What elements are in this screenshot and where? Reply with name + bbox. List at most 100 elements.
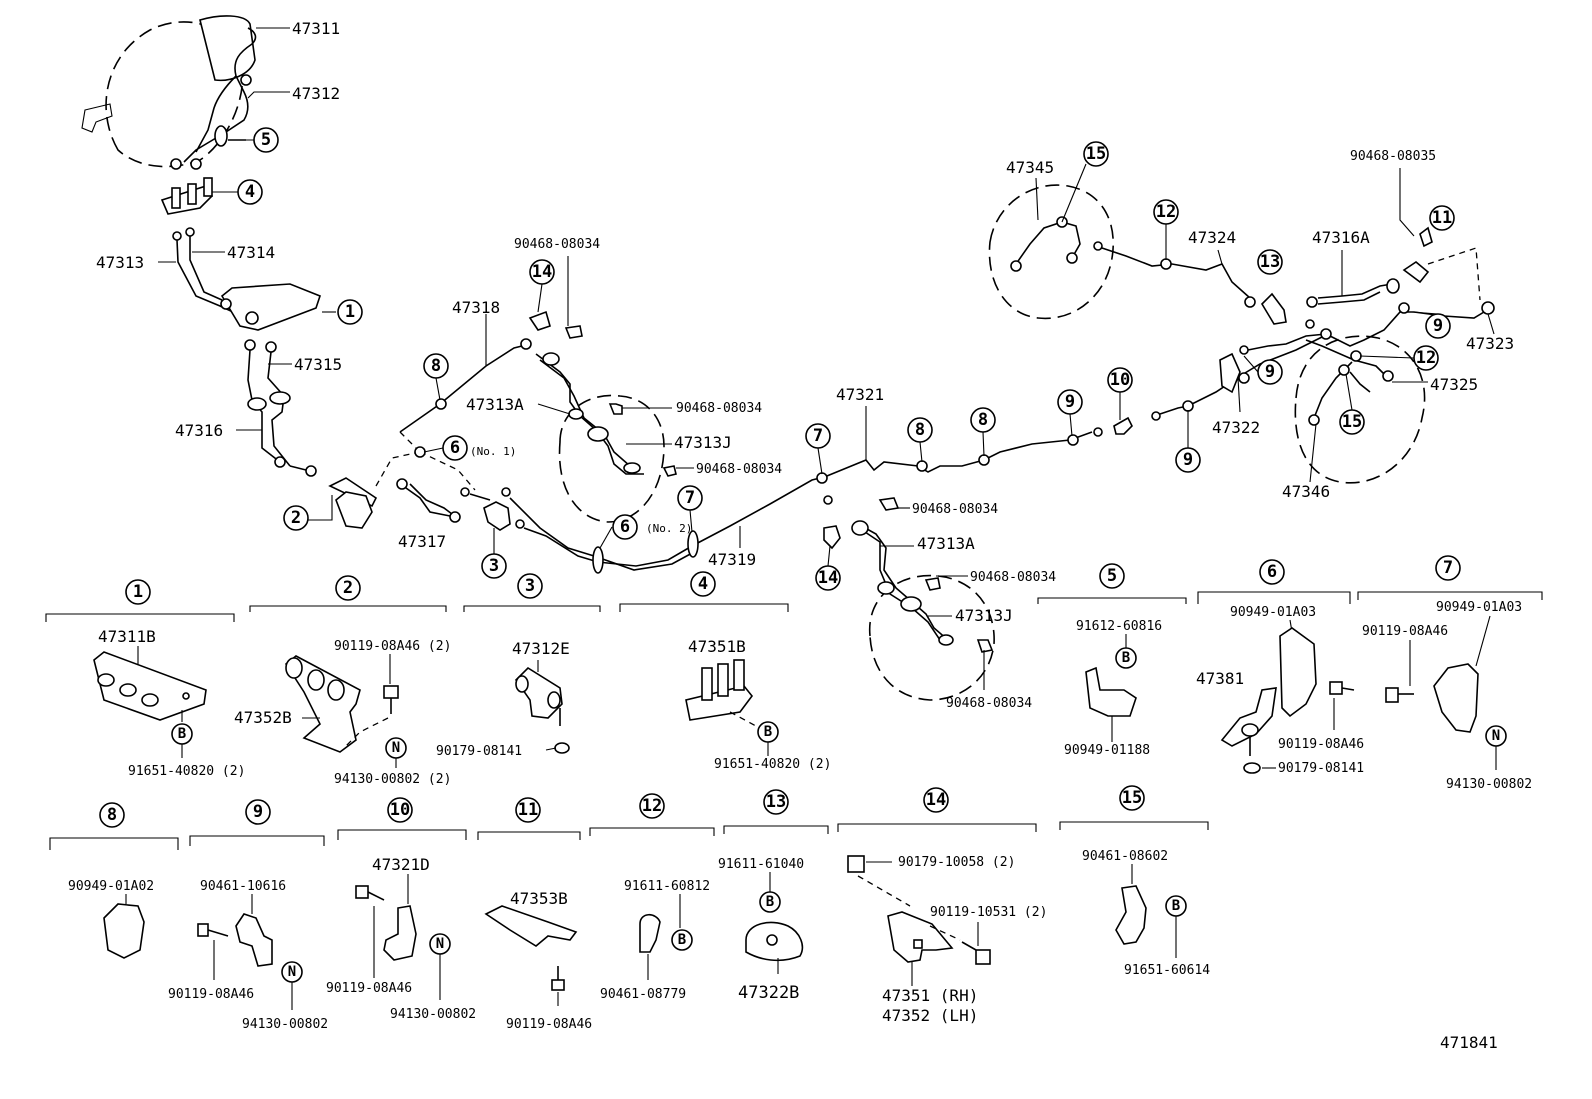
g6-part: 47381 — [1196, 669, 1244, 688]
label-47321: 47321 — [836, 385, 884, 404]
svg-text:9: 9 — [1433, 316, 1443, 336]
svg-text:B: B — [766, 894, 774, 910]
g7-nut: 94130-00802 — [1446, 777, 1532, 792]
svg-text:N: N — [436, 936, 444, 952]
g11-part: 47353B — [510, 889, 568, 908]
svg-text:B: B — [1172, 898, 1180, 914]
label-47311: 47311 — [292, 19, 340, 38]
svg-text:14: 14 — [818, 568, 838, 588]
diagram-ref-number: 471841 — [1440, 1033, 1498, 1052]
label-clip-90468-08035: 90468-08035 — [1350, 149, 1436, 164]
label-no2: (No. 2) — [646, 522, 692, 535]
group-brackets — [45, 591, 1543, 850]
svg-text:4: 4 — [245, 182, 255, 202]
rear-left-wheel — [988, 184, 1481, 329]
label-clip-90468-08034-e: 90468-08034 — [970, 570, 1056, 585]
group-12: 91611-60812 B 90461-08779 — [600, 879, 710, 1002]
g15-bolt: 91651-60614 — [1124, 963, 1210, 978]
label-clip-90468-08034-a: 90468-08034 — [514, 237, 600, 252]
svg-text:7: 7 — [685, 488, 695, 508]
label-47313: 47313 — [96, 253, 144, 272]
label-47313A-front-left: 47313A — [466, 395, 524, 414]
g13-part: 47322B — [738, 983, 799, 1003]
svg-text:N: N — [392, 740, 400, 756]
svg-text:9: 9 — [1065, 392, 1075, 412]
g6-clamp: 90949-01A03 — [1230, 605, 1316, 620]
svg-text:6: 6 — [620, 517, 630, 537]
svg-text:2: 2 — [343, 578, 353, 598]
g14-lh: 47352 (LH) — [882, 1006, 978, 1025]
g5-bolt: 91612-60816 — [1076, 619, 1162, 634]
callout-6-no1: 6 — [442, 435, 468, 461]
svg-text:10: 10 — [390, 800, 410, 820]
svg-text:11: 11 — [1432, 208, 1452, 228]
callout-8: 8 — [423, 353, 449, 379]
leader-lines-left — [158, 27, 336, 521]
label-47324: 47324 — [1188, 228, 1236, 247]
svg-text:B: B — [678, 932, 686, 948]
callout-7-a: 7 — [677, 485, 703, 511]
g2-bolt: 90119-08A46 (2) — [334, 639, 451, 654]
g10-bolt: 90119-08A46 — [326, 981, 412, 996]
group-callout-13: 13 — [763, 789, 789, 815]
callout-10: 10 — [1107, 367, 1133, 393]
svg-text:N: N — [1492, 728, 1500, 744]
g8-clamp: 90949-01A02 — [68, 879, 154, 894]
label-47322: 47322 — [1212, 418, 1260, 437]
group-callout-12: 12 — [639, 793, 665, 819]
label-clip-90468-08034-d: 90468-08034 — [912, 502, 998, 517]
svg-text:1: 1 — [133, 582, 143, 602]
g6-bolt: 90119-08A46 — [1278, 737, 1364, 752]
g14-rh: 47351 (RH) — [882, 986, 978, 1005]
group-10: 47321D 90119-08A46 N 94130-00802 — [326, 855, 476, 1022]
svg-text:7: 7 — [1443, 558, 1453, 578]
group-callout-8: 8 — [99, 802, 125, 828]
callout-9-a: 9 — [1057, 389, 1083, 415]
label-47316: 47316 — [175, 421, 223, 440]
g4-bolt: 91651-40820 (2) — [714, 757, 831, 772]
svg-text:13: 13 — [1260, 252, 1280, 272]
group-2: 90119-08A46 (2) 47352B N 94130-00802 (2) — [234, 639, 451, 787]
g12-mark-b: B — [671, 929, 693, 951]
group-callout-15: 15 — [1119, 785, 1145, 811]
callout-14-b: 14 — [815, 565, 841, 591]
callout-15-b: 15 — [1339, 409, 1365, 435]
svg-text:N: N — [288, 964, 296, 980]
callout-2: 2 — [283, 505, 309, 531]
label-47345: 47345 — [1006, 158, 1054, 177]
svg-text:12: 12 — [1416, 348, 1436, 368]
callout-7-b: 7 — [805, 423, 831, 449]
group-callout-3: 3 — [517, 573, 543, 599]
g2-part: 47352B — [234, 708, 292, 727]
group-callouts: 1 2 3 4 5 6 7 8 9 10 11 12 13 14 15 — [99, 555, 1461, 828]
label-clip-90468-08034-b: 90468-08034 — [676, 401, 762, 416]
upper-callouts: 5 4 1 2 8 6 3 14 6 7 7 14 8 8 9 10 9 15 … — [237, 127, 1455, 591]
upper-labels: 47311 47312 47313 47314 47315 47316 4731… — [96, 19, 1514, 711]
g11-bolt: 90119-08A46 — [506, 1017, 592, 1032]
g2-mark-n: N — [385, 737, 407, 759]
group-callout-9: 9 — [245, 799, 271, 825]
g15-clamp: 90461-08602 — [1082, 849, 1168, 864]
g7-bolt: 90119-08A46 — [1362, 624, 1448, 639]
g3-nut: 90179-08141 — [436, 744, 522, 759]
svg-text:4: 4 — [698, 574, 708, 594]
svg-text:5: 5 — [1107, 566, 1117, 586]
group-4: 47351B B 91651-40820 (2) — [685, 637, 831, 772]
svg-text:15: 15 — [1122, 788, 1142, 808]
g9-mark-n: N — [281, 961, 303, 983]
callout-11: 11 — [1429, 205, 1455, 231]
g1-mark-b: B — [171, 723, 193, 745]
callout-9-c: 9 — [1425, 313, 1451, 339]
svg-text:8: 8 — [107, 805, 117, 825]
label-47323: 47323 — [1466, 334, 1514, 353]
g13-bolt: 91611-61040 — [718, 857, 804, 872]
callout-9-d: 9 — [1257, 359, 1283, 385]
g7-clamp: 90949-01A03 — [1436, 600, 1522, 615]
svg-text:5: 5 — [261, 130, 271, 150]
callout-3: 3 — [481, 553, 507, 579]
callout-4: 4 — [237, 179, 263, 205]
svg-text:11: 11 — [518, 800, 538, 820]
group-14: 90179-10058 (2) 90119-10531 (2) 47351 (R… — [847, 855, 1047, 1025]
g12-bolt: 91611-60812 — [624, 879, 710, 894]
group-15: 90461-08602 B 91651-60614 — [1082, 849, 1210, 978]
